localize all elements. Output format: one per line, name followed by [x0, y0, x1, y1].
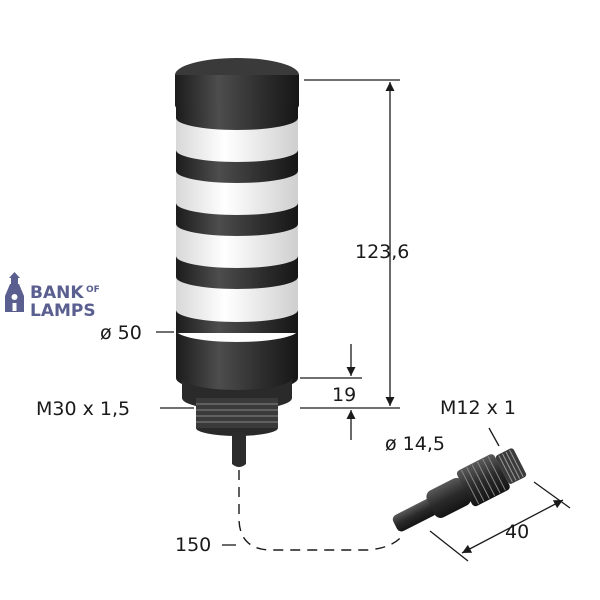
height-label: 123,6: [355, 241, 409, 263]
connector-length-line: [461, 499, 564, 554]
light-band-4: [176, 277, 298, 322]
light-band-3: [176, 224, 298, 268]
body-diameter-label: ø 50: [100, 322, 142, 344]
lighthouse-icon: [5, 272, 24, 312]
dimension-labels: 123,6 ø 50 19 M30 x 1,5 M12 x 1 ø 14,5 4…: [36, 241, 529, 556]
light-band-2: [176, 171, 298, 215]
cable-dashed-line: [238, 470, 403, 551]
base-height-label: 19: [332, 384, 356, 406]
connector-diameter-label: ø 14,5: [385, 433, 445, 455]
thread-m30: [196, 398, 278, 436]
body-thread-label: M30 x 1,5: [36, 398, 130, 420]
logo-line-1: BANK: [30, 283, 84, 303]
connector-length-label: 40: [505, 521, 529, 543]
signal-tower: [175, 58, 299, 467]
logo-line-2: LAMPS: [30, 301, 96, 321]
light-band-1: [176, 118, 298, 162]
logo-line-1-small: OF: [86, 285, 100, 295]
bank-of-lamps-logo: BANK OF LAMPS: [5, 272, 100, 321]
connector-thread-label: M12 x 1: [440, 397, 516, 419]
cable-stub: [232, 432, 246, 464]
cable-length-label: 150: [175, 534, 211, 556]
dimension-lines: [156, 79, 571, 562]
m12-connector: [392, 448, 527, 532]
tower-cap-body: [175, 75, 299, 105]
light-bands: [176, 118, 298, 322]
